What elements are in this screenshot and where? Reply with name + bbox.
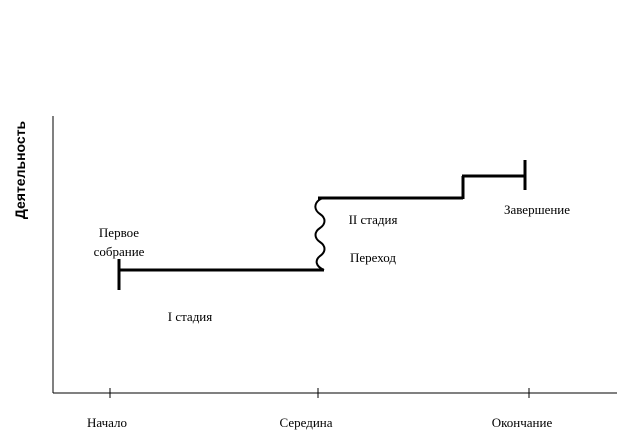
first-meeting-label-line2: собрание bbox=[94, 244, 145, 259]
first-meeting-label-line1: Первое bbox=[99, 225, 139, 240]
x-tick-label-middle: Середина bbox=[280, 415, 333, 430]
completion-label: Завершение bbox=[504, 202, 570, 217]
x-tick-label-start: Начало bbox=[87, 415, 127, 430]
transition-wave bbox=[314, 197, 326, 271]
x-tick-label-end: Окончание bbox=[492, 415, 553, 430]
stage-one-label: I стадия bbox=[168, 309, 213, 324]
transition-label: Переход bbox=[350, 250, 396, 265]
y-axis-label: Деятельность bbox=[12, 120, 28, 219]
stage-two-label: II стадия bbox=[349, 212, 398, 227]
